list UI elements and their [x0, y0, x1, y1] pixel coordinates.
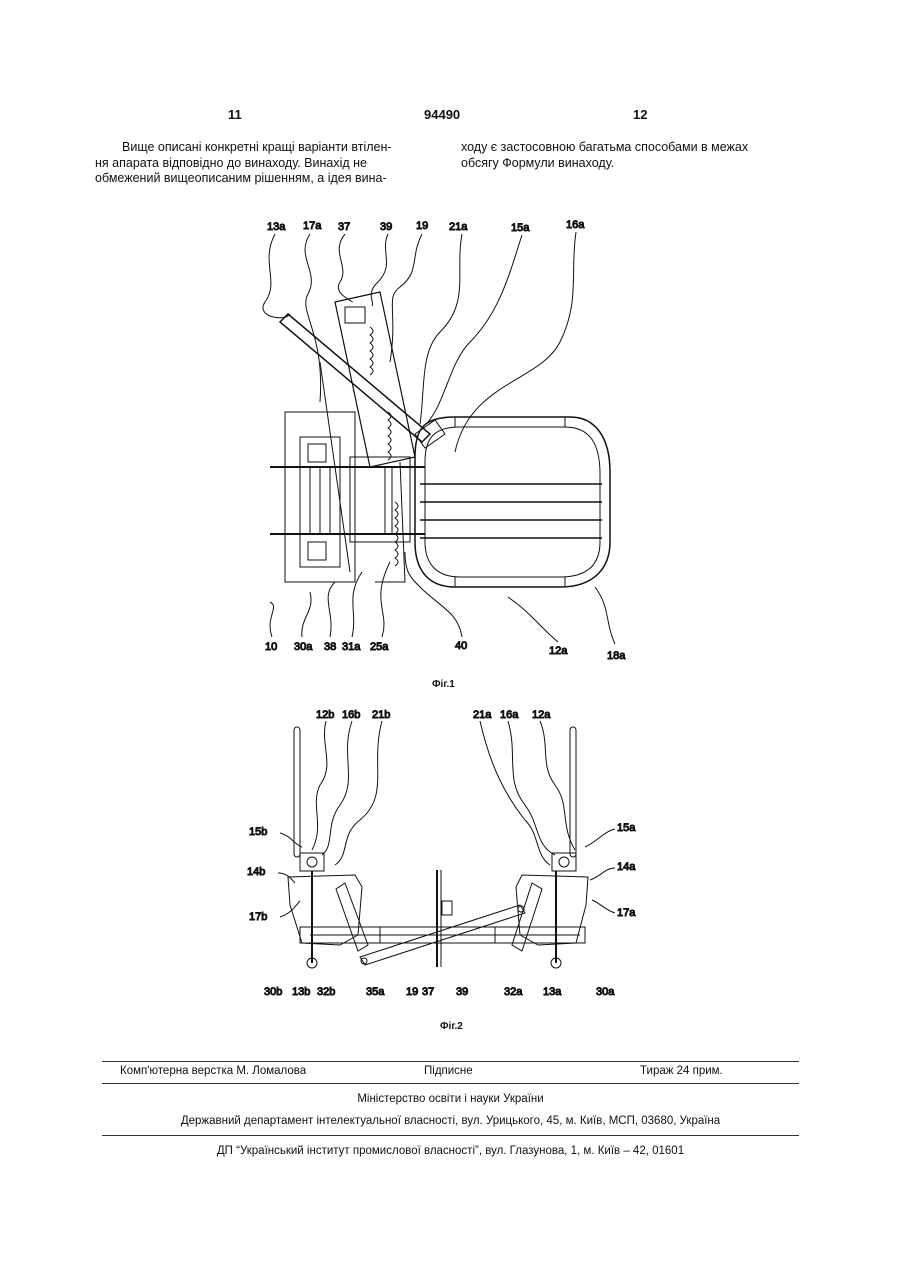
page-number-left: 11 — [228, 107, 242, 122]
fig1-label: 40 — [455, 640, 467, 652]
fig2-label: 21a — [473, 709, 492, 721]
fig2-label: 17a — [617, 907, 636, 919]
text-line: Вище описані конкретні кращі варіанти вт… — [95, 140, 420, 156]
fig2-label: 15a — [617, 822, 636, 834]
fig2-label: 30b — [264, 986, 282, 998]
footer-signed: Підписне — [424, 1065, 473, 1077]
text-column-left: Вище описані конкретні кращі варіанти вт… — [95, 140, 420, 187]
fig2-label: 14b — [247, 866, 265, 878]
fig2-label: 16a — [500, 709, 519, 721]
document-number: 94490 — [424, 107, 460, 122]
fig1-label: 18a — [607, 650, 626, 662]
figure-1-drawing: 13a 17a 37 39 19 21a 15a 16a 10 30a 38 3… — [240, 212, 660, 662]
fig1-label: 39 — [380, 221, 392, 233]
footer-rule — [102, 1135, 799, 1136]
fig2-label: 30a — [596, 986, 615, 998]
fig2-label: 32b — [317, 986, 335, 998]
text-line: обсягу Формули винаходу. — [461, 156, 786, 172]
footer-institute: ДП “Український інститут промислової вла… — [0, 1145, 901, 1157]
fig1-label: 16a — [566, 219, 585, 231]
fig2-label: 19 — [406, 986, 418, 998]
fig2-label: 16b — [342, 709, 360, 721]
fig2-label: 37 — [422, 986, 434, 998]
figure-2: 12b 16b 21b 21a 16a 12a 15b 14b 17b 15a … — [240, 705, 660, 1005]
fig1-label: 17a — [303, 220, 322, 232]
figure-2-drawing: 12b 16b 21b 21a 16a 12a 15b 14b 17b 15a … — [240, 705, 660, 1005]
figure-1-caption: Фіг.1 — [432, 679, 455, 690]
fig1-label: 10 — [265, 641, 277, 653]
fig1-label: 15a — [511, 222, 530, 234]
page-number-right: 12 — [633, 107, 647, 122]
fig1-label: 31a — [342, 641, 361, 653]
fig2-label: 13b — [292, 986, 310, 998]
text-line: обмежений вищеописаним рішенням, а ідея … — [95, 171, 420, 187]
fig1-label: 37 — [338, 221, 350, 233]
fig1-label: 19 — [416, 220, 428, 232]
fig1-label: 38 — [324, 641, 336, 653]
footer-rule — [102, 1061, 799, 1062]
fig1-label: 21a — [449, 221, 468, 233]
fig1-label: 30a — [294, 641, 313, 653]
fig2-label: 12b — [316, 709, 334, 721]
fig1-label: 13a — [267, 221, 286, 233]
footer-rule — [102, 1083, 799, 1084]
fig2-label: 21b — [372, 709, 390, 721]
text-line: ня апарата відповідно до винаходу. Винах… — [95, 156, 420, 172]
fig2-label: 17b — [249, 911, 267, 923]
footer-ministry: Міністерство освіти і науки України — [0, 1093, 901, 1105]
fig1-label: 12a — [549, 645, 568, 657]
fig2-label: 13a — [543, 986, 562, 998]
fig1-label: 25a — [370, 641, 389, 653]
fig2-label: 35a — [366, 986, 385, 998]
fig2-label: 15b — [249, 826, 267, 838]
text-column-right: ходу є застосовною багатьма способами в … — [461, 140, 786, 171]
fig2-label: 39 — [456, 986, 468, 998]
footer-circulation: Тираж 24 прим. — [640, 1065, 723, 1077]
fig2-label: 12a — [532, 709, 551, 721]
text-line: ходу є застосовною багатьма способами в … — [461, 140, 786, 156]
figure-1: 13a 17a 37 39 19 21a 15a 16a 10 30a 38 3… — [240, 212, 660, 662]
fig2-label: 32a — [504, 986, 523, 998]
footer-layout: Комп'ютерна верстка М. Ломалова — [120, 1065, 306, 1077]
figure-2-caption: Фіг.2 — [440, 1021, 463, 1032]
fig2-label: 14a — [617, 861, 636, 873]
footer-department: Державний департамент інтелектуальної вл… — [0, 1115, 901, 1127]
